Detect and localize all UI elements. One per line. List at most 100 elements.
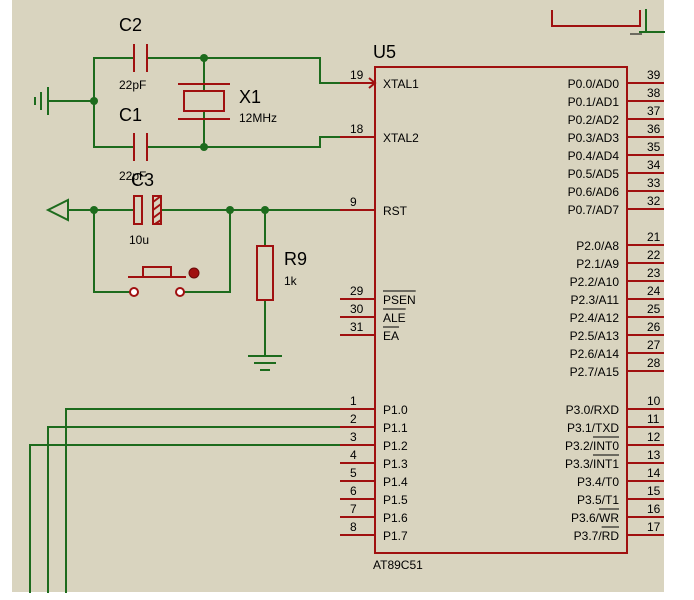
pin-name: P0.7/AD7 bbox=[568, 203, 620, 217]
pin-number: 36 bbox=[647, 122, 661, 136]
pin-name: P2.6/A14 bbox=[570, 347, 620, 361]
c1-value: 22pF bbox=[119, 169, 146, 183]
pin-number: 16 bbox=[647, 502, 661, 516]
pin-number: 5 bbox=[350, 466, 357, 480]
wires bbox=[29, 57, 341, 593]
pin-number: 18 bbox=[350, 122, 364, 136]
pin-name: P3.7/RD bbox=[574, 529, 620, 543]
partial-component-top-right bbox=[551, 9, 665, 35]
pin-name: P1.7 bbox=[383, 529, 408, 543]
pin-name: P0.2/AD2 bbox=[568, 113, 620, 127]
chip-u5[interactable]: U5 AT89C51 19XTAL118XTAL29RST29PSEN30ALE… bbox=[340, 42, 664, 572]
chip-pin-p1-0[interactable]: 1P1.0 bbox=[340, 394, 408, 417]
pin-number: 3 bbox=[350, 430, 357, 444]
pin-number: 2 bbox=[350, 412, 357, 426]
pin-number: 39 bbox=[647, 68, 661, 82]
reset-button[interactable] bbox=[128, 266, 200, 297]
pin-name: P0.0/AD0 bbox=[568, 77, 620, 91]
pin-number: 10 bbox=[647, 394, 661, 408]
chip-pin-p1-3[interactable]: 4P1.3 bbox=[340, 448, 408, 471]
pin-number: 30 bbox=[350, 302, 364, 316]
chip-pin-p1-2[interactable]: 3P1.2 bbox=[340, 430, 408, 453]
pin-name: PSEN bbox=[383, 293, 416, 307]
r9-ref: R9 bbox=[284, 249, 307, 269]
crystal-x1[interactable]: X1 12MHz bbox=[178, 83, 277, 125]
c3-ref: C3 bbox=[131, 170, 154, 190]
capacitor-c3[interactable]: C3 10u bbox=[129, 170, 162, 247]
pin-number: 6 bbox=[350, 484, 357, 498]
chip-pin-p1-6[interactable]: 7P1.6 bbox=[340, 502, 408, 525]
pin-name: P3.3/INT1 bbox=[565, 457, 619, 471]
pin-number: 13 bbox=[647, 448, 661, 462]
capacitor-c1[interactable]: C1 22pF bbox=[119, 105, 148, 183]
pin-number: 1 bbox=[350, 394, 357, 408]
chip-ref: U5 bbox=[373, 42, 396, 62]
pin-name: P1.3 bbox=[383, 457, 408, 471]
pin-number: 22 bbox=[647, 248, 661, 262]
pin-number: 24 bbox=[647, 284, 661, 298]
c2-value: 22pF bbox=[119, 78, 146, 92]
pin-name: P1.2 bbox=[383, 439, 408, 453]
pin-name: P3.4/T0 bbox=[577, 475, 619, 489]
pin-number: 15 bbox=[647, 484, 661, 498]
pin-number: 8 bbox=[350, 520, 357, 534]
pin-number: 14 bbox=[647, 466, 661, 480]
chip-left-pins: 19XTAL118XTAL29RST29PSEN30ALE31EA1P1.02P… bbox=[340, 68, 419, 543]
pin-number: 37 bbox=[647, 104, 661, 118]
pin-number: 26 bbox=[647, 320, 661, 334]
pin-name: P0.3/AD3 bbox=[568, 131, 620, 145]
pin-name: P3.5/T1 bbox=[577, 493, 619, 507]
pin-number: 33 bbox=[647, 176, 661, 190]
pin-name: P2.7/A15 bbox=[570, 365, 620, 379]
pin-name: P0.6/AD6 bbox=[568, 185, 620, 199]
chip-pin-p1-4[interactable]: 5P1.4 bbox=[340, 466, 408, 489]
pin-number: 19 bbox=[350, 68, 364, 82]
pin-name: P0.5/AD5 bbox=[568, 167, 620, 181]
capacitor-c2[interactable]: C2 22pF bbox=[119, 15, 148, 92]
pin-name: P2.2/A10 bbox=[570, 275, 620, 289]
pin-name: P3.6/WR bbox=[571, 511, 619, 525]
pin-number: 17 bbox=[647, 520, 661, 534]
chip-pin-p1-5[interactable]: 6P1.5 bbox=[340, 484, 408, 507]
chip-pin-p1-1[interactable]: 2P1.1 bbox=[340, 412, 408, 435]
chip-pin-p1-7[interactable]: 8P1.7 bbox=[340, 520, 408, 543]
pin-name: P2.1/A9 bbox=[576, 257, 619, 271]
pin-number: 38 bbox=[647, 86, 661, 100]
resistor-r9[interactable]: R9 1k bbox=[256, 245, 307, 301]
pin-number: 12 bbox=[647, 430, 661, 444]
pin-name: P1.6 bbox=[383, 511, 408, 525]
pin-number: 29 bbox=[350, 284, 364, 298]
pin-name: P2.3/A11 bbox=[571, 293, 620, 307]
